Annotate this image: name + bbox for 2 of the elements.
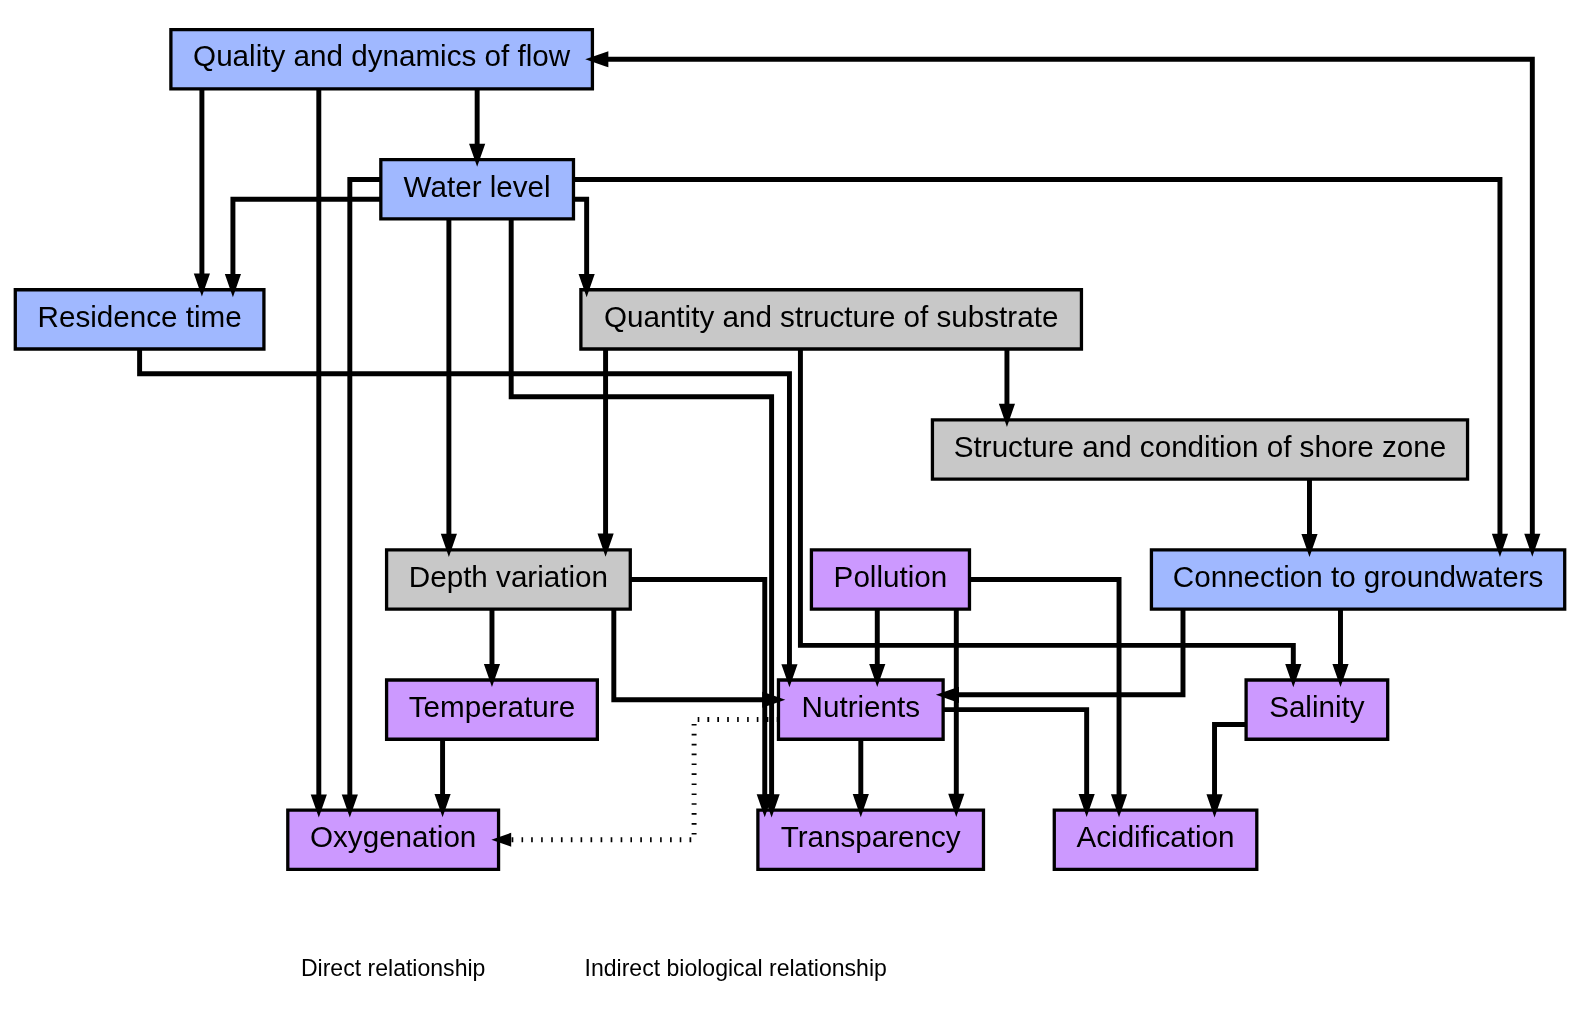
legend-label: Indirect biological relationship (584, 954, 887, 981)
legend-label: Direct relationship (300, 954, 486, 981)
